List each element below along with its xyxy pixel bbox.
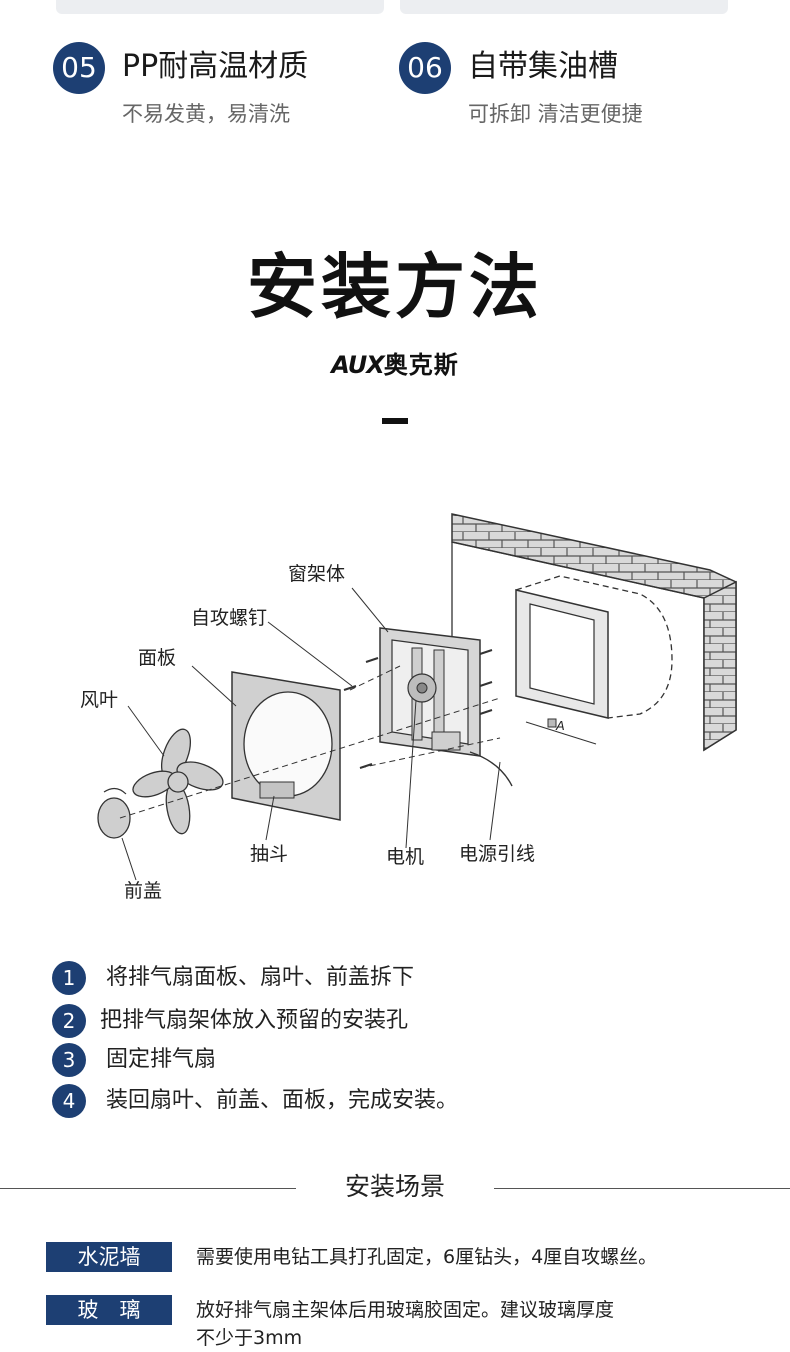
product-photo-left <box>56 0 384 14</box>
feature-title: 自带集油槽 <box>468 49 618 84</box>
leader-lines <box>121 587 501 881</box>
wall-opening <box>515 575 673 745</box>
scenario-text: 放好排气扇主架体后用玻璃胶固定。建议玻璃厚度 <box>196 1299 615 1321</box>
face-panel <box>231 671 341 821</box>
label-screw: 自攻螺钉 <box>191 607 268 629</box>
step-number: 1 <box>52 961 86 995</box>
feature-subtitle: 不易发黄，易清洗 <box>122 102 290 126</box>
dimension-label: A <box>555 718 565 733</box>
title-divider <box>382 418 408 424</box>
window-frame <box>379 627 513 787</box>
section-title: 安装方法 <box>247 246 543 328</box>
scenario-tag-concrete: 水泥墙 <box>46 1242 172 1272</box>
feature-subtitle: 可拆卸 清洁更便捷 <box>468 102 643 126</box>
step-text: 固定排气扇 <box>106 1047 217 1072</box>
label-panel: 面板 <box>138 647 177 669</box>
installation-diagram: A <box>60 500 760 920</box>
step-number: 2 <box>52 1004 86 1038</box>
brand-logo: AUX奥克斯 <box>0 350 790 380</box>
exploded-view-illustration: A <box>97 513 737 881</box>
scenario-text: 不少于3mm <box>196 1327 303 1349</box>
label-motor: 电机 <box>386 846 425 868</box>
section-divider-left <box>0 1188 296 1189</box>
brand-logo-latin: AUX <box>331 351 384 379</box>
label-front-cover: 前盖 <box>124 880 163 902</box>
feature-number-badge: 05 <box>53 42 105 94</box>
front-cover-icon <box>97 787 131 839</box>
feature-number-badge: 06 <box>399 42 451 94</box>
label-window-frame: 窗架体 <box>288 563 346 585</box>
brand-logo-chinese: 奥克斯 <box>383 351 459 379</box>
scenarios-title: 安装场景 <box>344 1172 445 1201</box>
product-photo-right <box>400 0 728 14</box>
screw-icons <box>343 649 493 769</box>
step-number: 4 <box>52 1084 86 1118</box>
step-number: 3 <box>52 1043 86 1077</box>
label-drawer: 抽斗 <box>250 843 289 865</box>
section-divider-right <box>494 1188 790 1189</box>
label-power-lead: 电源引线 <box>459 843 536 865</box>
label-fan-blade: 风叶 <box>80 689 119 711</box>
scenario-text: 需要使用电钻工具打孔固定，6厘钻头，4厘自攻螺丝。 <box>196 1246 658 1268</box>
step-text: 装回扇叶、前盖、面板，完成安装。 <box>106 1088 459 1113</box>
step-text: 将排气扇面板、扇叶、前盖拆下 <box>106 965 415 990</box>
scenario-tag-glass: 玻 璃 <box>46 1295 172 1325</box>
feature-title: PP耐高温材质 <box>122 49 309 84</box>
step-text: 把排气扇架体放入预留的安装孔 <box>100 1008 409 1033</box>
fan-blade-icon <box>132 728 224 835</box>
